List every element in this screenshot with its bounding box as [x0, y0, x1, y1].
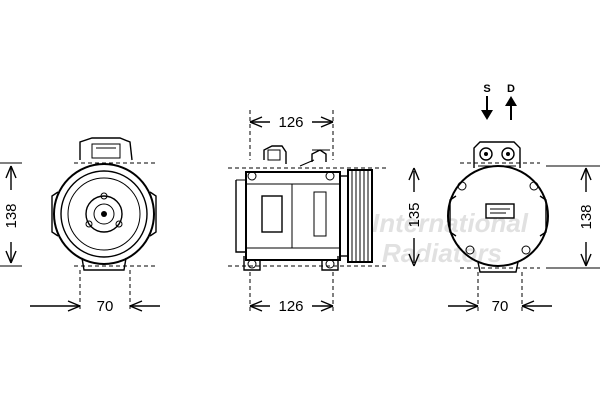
port-indicators: S D	[481, 83, 517, 120]
side-foot-right	[321, 256, 339, 271]
front-width-arrow-left	[67, 300, 81, 312]
rear-port-suction	[479, 147, 493, 161]
rear-height-arrow-up	[580, 167, 592, 181]
rear-height-dimension: 138	[546, 165, 600, 269]
front-width-label: 70	[97, 298, 114, 315]
front-top-block	[91, 143, 121, 159]
side-ear-bottom-right	[325, 259, 335, 269]
side-height-dimension: 135	[406, 167, 423, 267]
front-bolt-top	[100, 192, 108, 200]
front-height-arrow-down	[5, 250, 17, 264]
side-height-arrow-down	[408, 253, 420, 267]
side-clutch-plate	[339, 175, 349, 257]
front-clutch-ring-inner	[67, 177, 141, 251]
side-housing	[245, 171, 341, 261]
front-clutch-outer	[53, 163, 155, 265]
rear-port-discharge-hole	[506, 152, 510, 156]
front-hub-center	[93, 203, 115, 225]
rear-right-ear	[539, 195, 547, 237]
side-fitting-right	[311, 149, 327, 162]
rear-port-discharge	[501, 147, 515, 161]
rear-port-suction-hole	[484, 152, 488, 156]
rear-housing	[447, 165, 549, 267]
rear-view	[447, 141, 549, 312]
rear-width-arrow-left	[465, 300, 479, 312]
side-bottom-arrow-left	[249, 300, 263, 312]
side-top-length-dimension: 126	[249, 114, 334, 131]
front-bolt-right	[115, 220, 123, 228]
side-height-label: 135	[406, 202, 423, 227]
side-end-cap	[235, 180, 246, 253]
side-fitting-link	[299, 159, 315, 167]
front-height-label: 138	[3, 203, 20, 228]
side-foot-left	[243, 256, 261, 271]
front-top-mount	[79, 137, 133, 161]
side-view	[228, 110, 388, 312]
side-label-plate	[261, 195, 283, 233]
rear-width-label: 70	[492, 298, 509, 315]
rear-bottom-foot	[477, 261, 519, 273]
front-right-ear	[149, 191, 157, 237]
rear-left-ear	[449, 195, 457, 237]
rear-port-block	[473, 141, 521, 168]
rear-width-dimension: 70	[448, 298, 552, 315]
front-left-ear	[51, 191, 59, 237]
side-solenoid	[313, 191, 327, 237]
side-fitting-left-cap	[267, 149, 281, 161]
side-top-length-label: 126	[278, 114, 303, 131]
side-height-arrow-up	[408, 167, 420, 181]
rear-bolt-bottom-left	[465, 245, 475, 255]
rear-height-arrow-down	[580, 253, 592, 267]
front-width-arrow-right	[129, 300, 143, 312]
front-height-arrow-up	[5, 165, 17, 179]
side-ear-bottom-left	[247, 259, 257, 269]
discharge-arrow-up-icon	[505, 96, 517, 106]
side-ear-top-right	[325, 171, 335, 181]
front-hub	[85, 195, 123, 233]
front-clutch-ring	[60, 170, 148, 258]
side-bottom-arrow-right	[320, 300, 334, 312]
suction-arrow-down-icon	[481, 110, 493, 120]
side-fitting-left	[263, 145, 287, 164]
front-shaft	[101, 211, 107, 217]
front-bottom-foot	[81, 257, 127, 271]
rear-width-arrow-right	[521, 300, 535, 312]
rear-bolt-bottom-right	[521, 245, 531, 255]
front-view	[51, 137, 157, 310]
discharge-port-label: D	[507, 83, 515, 95]
front-bolt-left	[85, 220, 93, 228]
rear-label-plate	[485, 203, 515, 219]
suction-port-label: S	[483, 83, 490, 95]
rear-bolt-top-left	[457, 181, 467, 191]
rear-bolt-top-right	[529, 181, 539, 191]
side-ear-top-left	[247, 171, 257, 181]
side-top-arrow-right	[320, 116, 334, 128]
front-height-dimension: 138	[0, 162, 22, 267]
side-top-arrow-left	[249, 116, 263, 128]
side-bottom-length-label: 126	[278, 298, 303, 315]
front-width-dimension: 70	[30, 298, 160, 315]
rear-height-label: 138	[578, 204, 595, 229]
side-bottom-length-dimension: 126	[249, 298, 334, 315]
